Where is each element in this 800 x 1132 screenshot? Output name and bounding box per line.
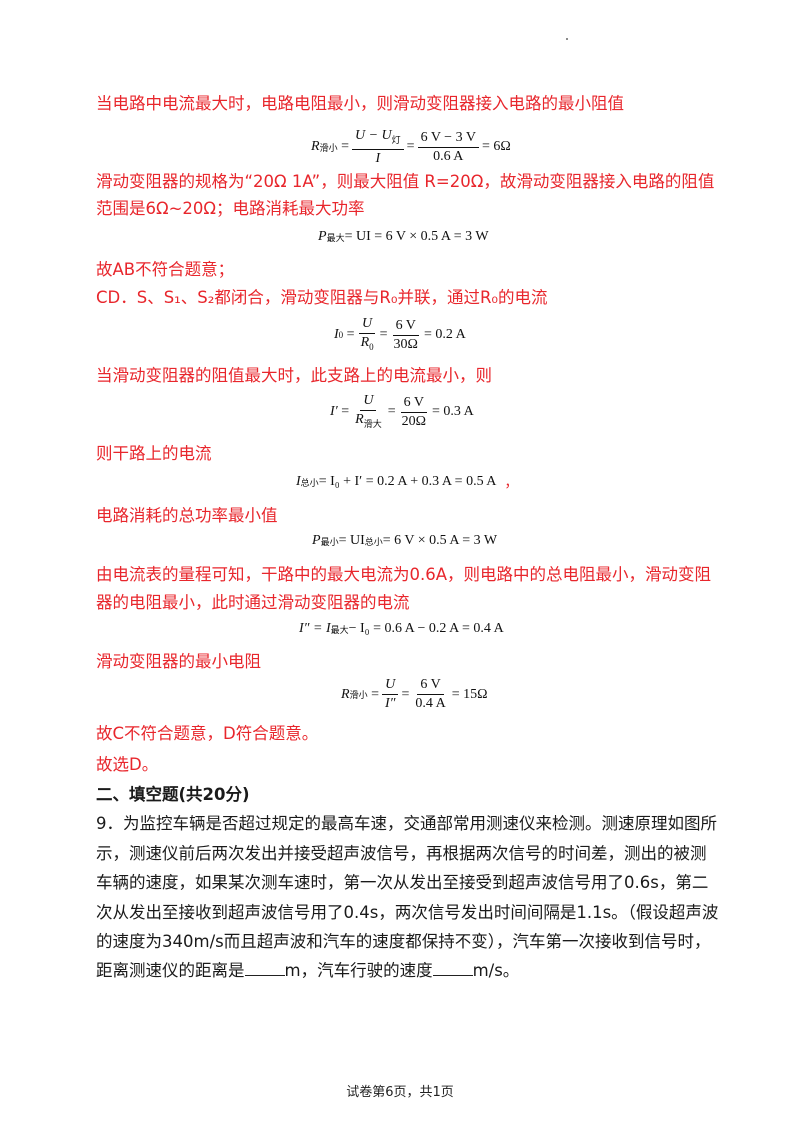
question-line-1: 9．为监控车辆是否超过规定的最高车速，交通部常用测速仪来检测。测速原理如图所 [96, 814, 717, 833]
answer-blank-distance[interactable] [244, 961, 285, 976]
solution-line-3: 范围是6Ω~20Ω；电路消耗最大功率 [96, 199, 365, 218]
solution-line-4: 故AB不符合题意； [96, 260, 235, 279]
question-line-5: 的速度为340m/s而且超声波和汽车的速度都保持不变），汽车第一次接收到信号时， [96, 932, 711, 951]
section-heading: 二、填空题(共20分) [96, 785, 250, 804]
solution-line-11: 滑动变阻器的最小电阻 [96, 652, 261, 671]
solution-line-8: 电路消耗的总功率最小值 [96, 506, 278, 525]
solution-line-10: 器的电阻最小，此时通过滑动变阻器的电流 [96, 593, 410, 612]
solution-line-12: 故C不符合题意，D符合题意。 [96, 724, 319, 743]
answer-blank-speed[interactable] [432, 961, 473, 976]
question-line-6: 距离测速仪的距离是 m，汽车行驶的速度 m/s。 [96, 960, 519, 982]
question-text-b: m，汽车行驶的速度 [284, 961, 433, 980]
question-text-a: 距离测速仪的距离是 [96, 961, 245, 980]
question-line-4: 次从发出至接收到超声波信号用了0.4s，两次信号发出时间间隔是1.1s。（假设超… [96, 903, 719, 922]
solution-line-9: 由电流表的量程可知，干路中的最大电流为0.6A，则电路中的总电阻最小，滑动变阻 [96, 565, 712, 584]
question-line-3: 车辆的速度，如果某次测车速时，第一次从发出至接受到超声波信号用了0.6s，第二 [96, 873, 709, 892]
question-text-c: m/s。 [472, 961, 520, 980]
solution-line-6: 当滑动变阻器的阻值最大时，此支路上的电流最小，则 [96, 366, 492, 385]
question-line-2: 示，测速仪前后两次发出并接受超声波信号，再根据两次信号的时间差，测出的被测 [96, 844, 707, 863]
solution-line-7: 则干路上的电流 [96, 444, 212, 463]
solution-line-13: 故选D。 [96, 755, 159, 774]
scan-dot [566, 38, 568, 40]
solution-line-5: CD．S、S₁、S₂都闭合，滑动变阻器与R₀并联，通过R₀的电流 [96, 288, 548, 307]
solution-line-2: 滑动变阻器的规格为“20Ω 1A”，则最大阻值 R=20Ω，故滑动变阻器接入电路… [96, 172, 715, 191]
page-footer: 试卷第6页，共1页 [346, 1085, 454, 1100]
solution-line-1: 当电路中电流最大时，电路电阻最小，则滑动变阻器接入电路的最小阻值 [96, 94, 624, 113]
